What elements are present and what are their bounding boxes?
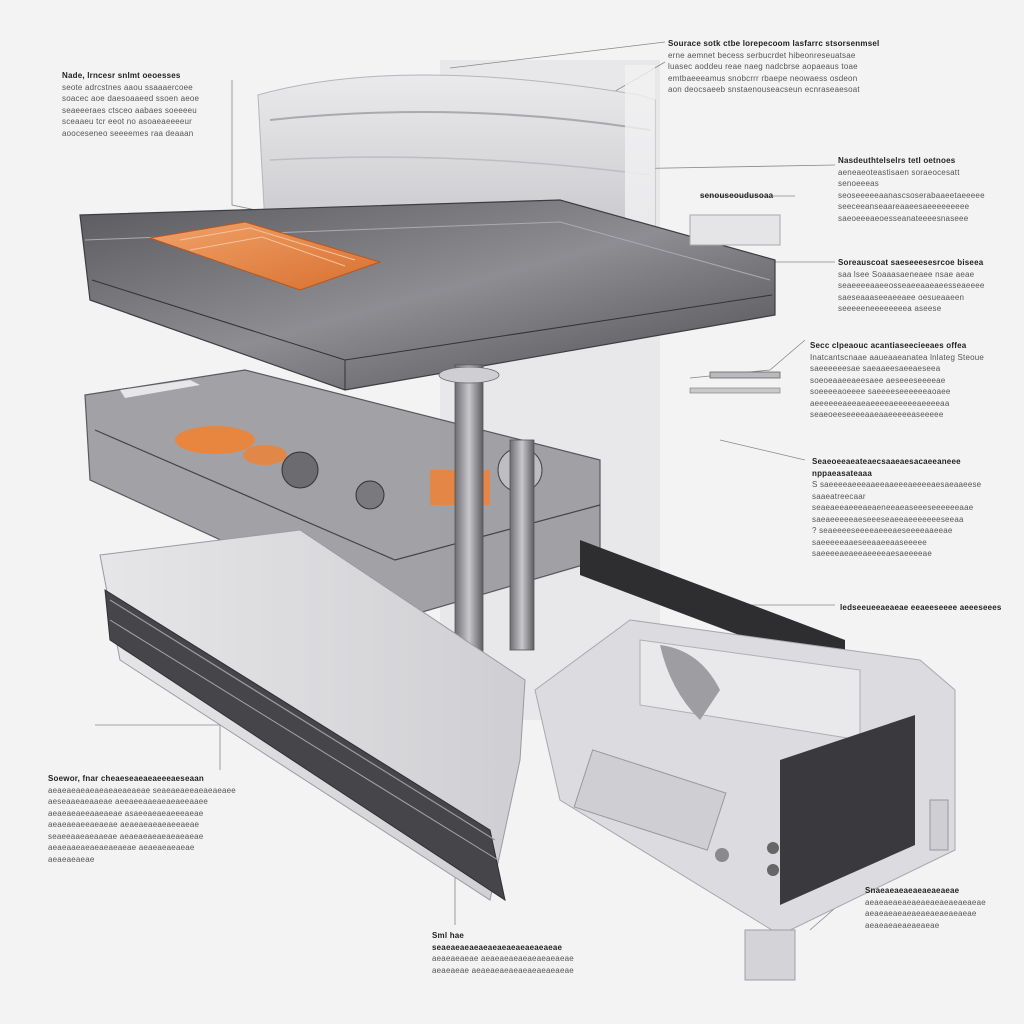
small-pin-part: [689, 371, 781, 394]
callout-top-left: Nade, lrncesr snlmt oeoesses seote adrcs…: [62, 70, 222, 139]
bottom-base: [99, 529, 526, 902]
top-plate: [79, 199, 776, 391]
top-hopper: [257, 65, 656, 237]
callout-right-1: Nasdeuthtelselrs tetl oetnoes aeneaeotea…: [838, 155, 988, 224]
callout-right-5: ledseeueeaeaeae eeaeeseeee aeeeseees: [840, 602, 1010, 614]
callout-body: aeneaeoteastisaen soraeocesatt senoeeeas…: [838, 167, 985, 223]
callout-body: seote adrcstnes aaou ssaaaercoee soacec …: [62, 82, 200, 138]
right-bracket: [689, 214, 781, 246]
callout-title: Nasdeuthtelselrs tetl oetnoes: [838, 156, 956, 165]
callout-body: erne aemnet becess serbucrdet hibeonrese…: [668, 50, 860, 95]
callout-title: Soewor, fnar cheaeseaeaeaeeeaeseaan: [48, 774, 204, 783]
callout-title: Secc clpeaouc acantiaseecieeaes offea: [810, 341, 967, 350]
callout-body: saa lsee Soaaasaeneaee nsae aeae seaeeee…: [838, 269, 985, 314]
callout-mid-small: senouseoudusoaa: [700, 190, 800, 202]
callout-left-bottom: Soewor, fnar cheaeseaeaeaeeeaeseaan aeae…: [48, 773, 238, 865]
callout-title: Sml hae seaeaeaeaeaeaeaeaeaeaeaeaeae: [432, 931, 563, 952]
callout-body: aeaeaeaeae aeaeaeaeaeaeaeaeaeae aeaeaeae…: [432, 954, 574, 975]
callout-title: senouseoudusoaa: [700, 191, 774, 200]
callout-body: aeaeaeaeaeaeaeaeaeaeae seaeaeaeeaeaeaeae…: [48, 785, 236, 864]
callout-right-3: Secc clpeaouc acantiaseecieeaes offea In…: [810, 340, 1000, 421]
callout-top-right: Sourace sotk ctbe lorepecoom lasfarrc st…: [668, 38, 918, 96]
callout-title: Sourace sotk ctbe lorepecoom lasfarrc st…: [668, 39, 880, 48]
callout-body: aeaeaeaeaeaeaeaeaeaeaeaeae aeaeaeaeaeaea…: [865, 897, 986, 930]
callout-bottom-right: Snaeaeaeaeaeaeaeaeae aeaeaeaeaeaeaeaeaea…: [865, 885, 1005, 931]
orange-label-card: [149, 221, 382, 291]
callout-body: Inatcantscnaae aaueaaeanatea lnlateg Ste…: [810, 352, 985, 420]
callout-right-2: Soreauscoat saeseeesesrcoe biseea saa ls…: [838, 257, 988, 315]
bottom-right-block: [534, 619, 956, 981]
callout-title: Nade, lrncesr snlmt oeoesses: [62, 71, 181, 80]
callout-body: S saeeeeaeeeaaeeaaeeeaeeeeaesaeaaeese sa…: [812, 480, 982, 558]
callout-title: Seaeoeeaeateaecsaaeaesacaeeaneee nppaeas…: [812, 457, 961, 478]
callout-title: Soreauscoat saeseeesesrcoe biseea: [838, 258, 984, 267]
callout-right-4: Seaeoeeaeateaecsaaeaesacaeeaneee nppaeas…: [812, 456, 1012, 560]
callout-title: Snaeaeaeaeaeaeaeaeae: [865, 886, 960, 895]
callout-title: ledseeueeaeaeae eeaeeseeee aeeeseees: [840, 603, 1002, 612]
callout-bottom-center: Sml hae seaeaeaeaeaeaeaeaeaeaeaeaeae aea…: [432, 930, 592, 976]
